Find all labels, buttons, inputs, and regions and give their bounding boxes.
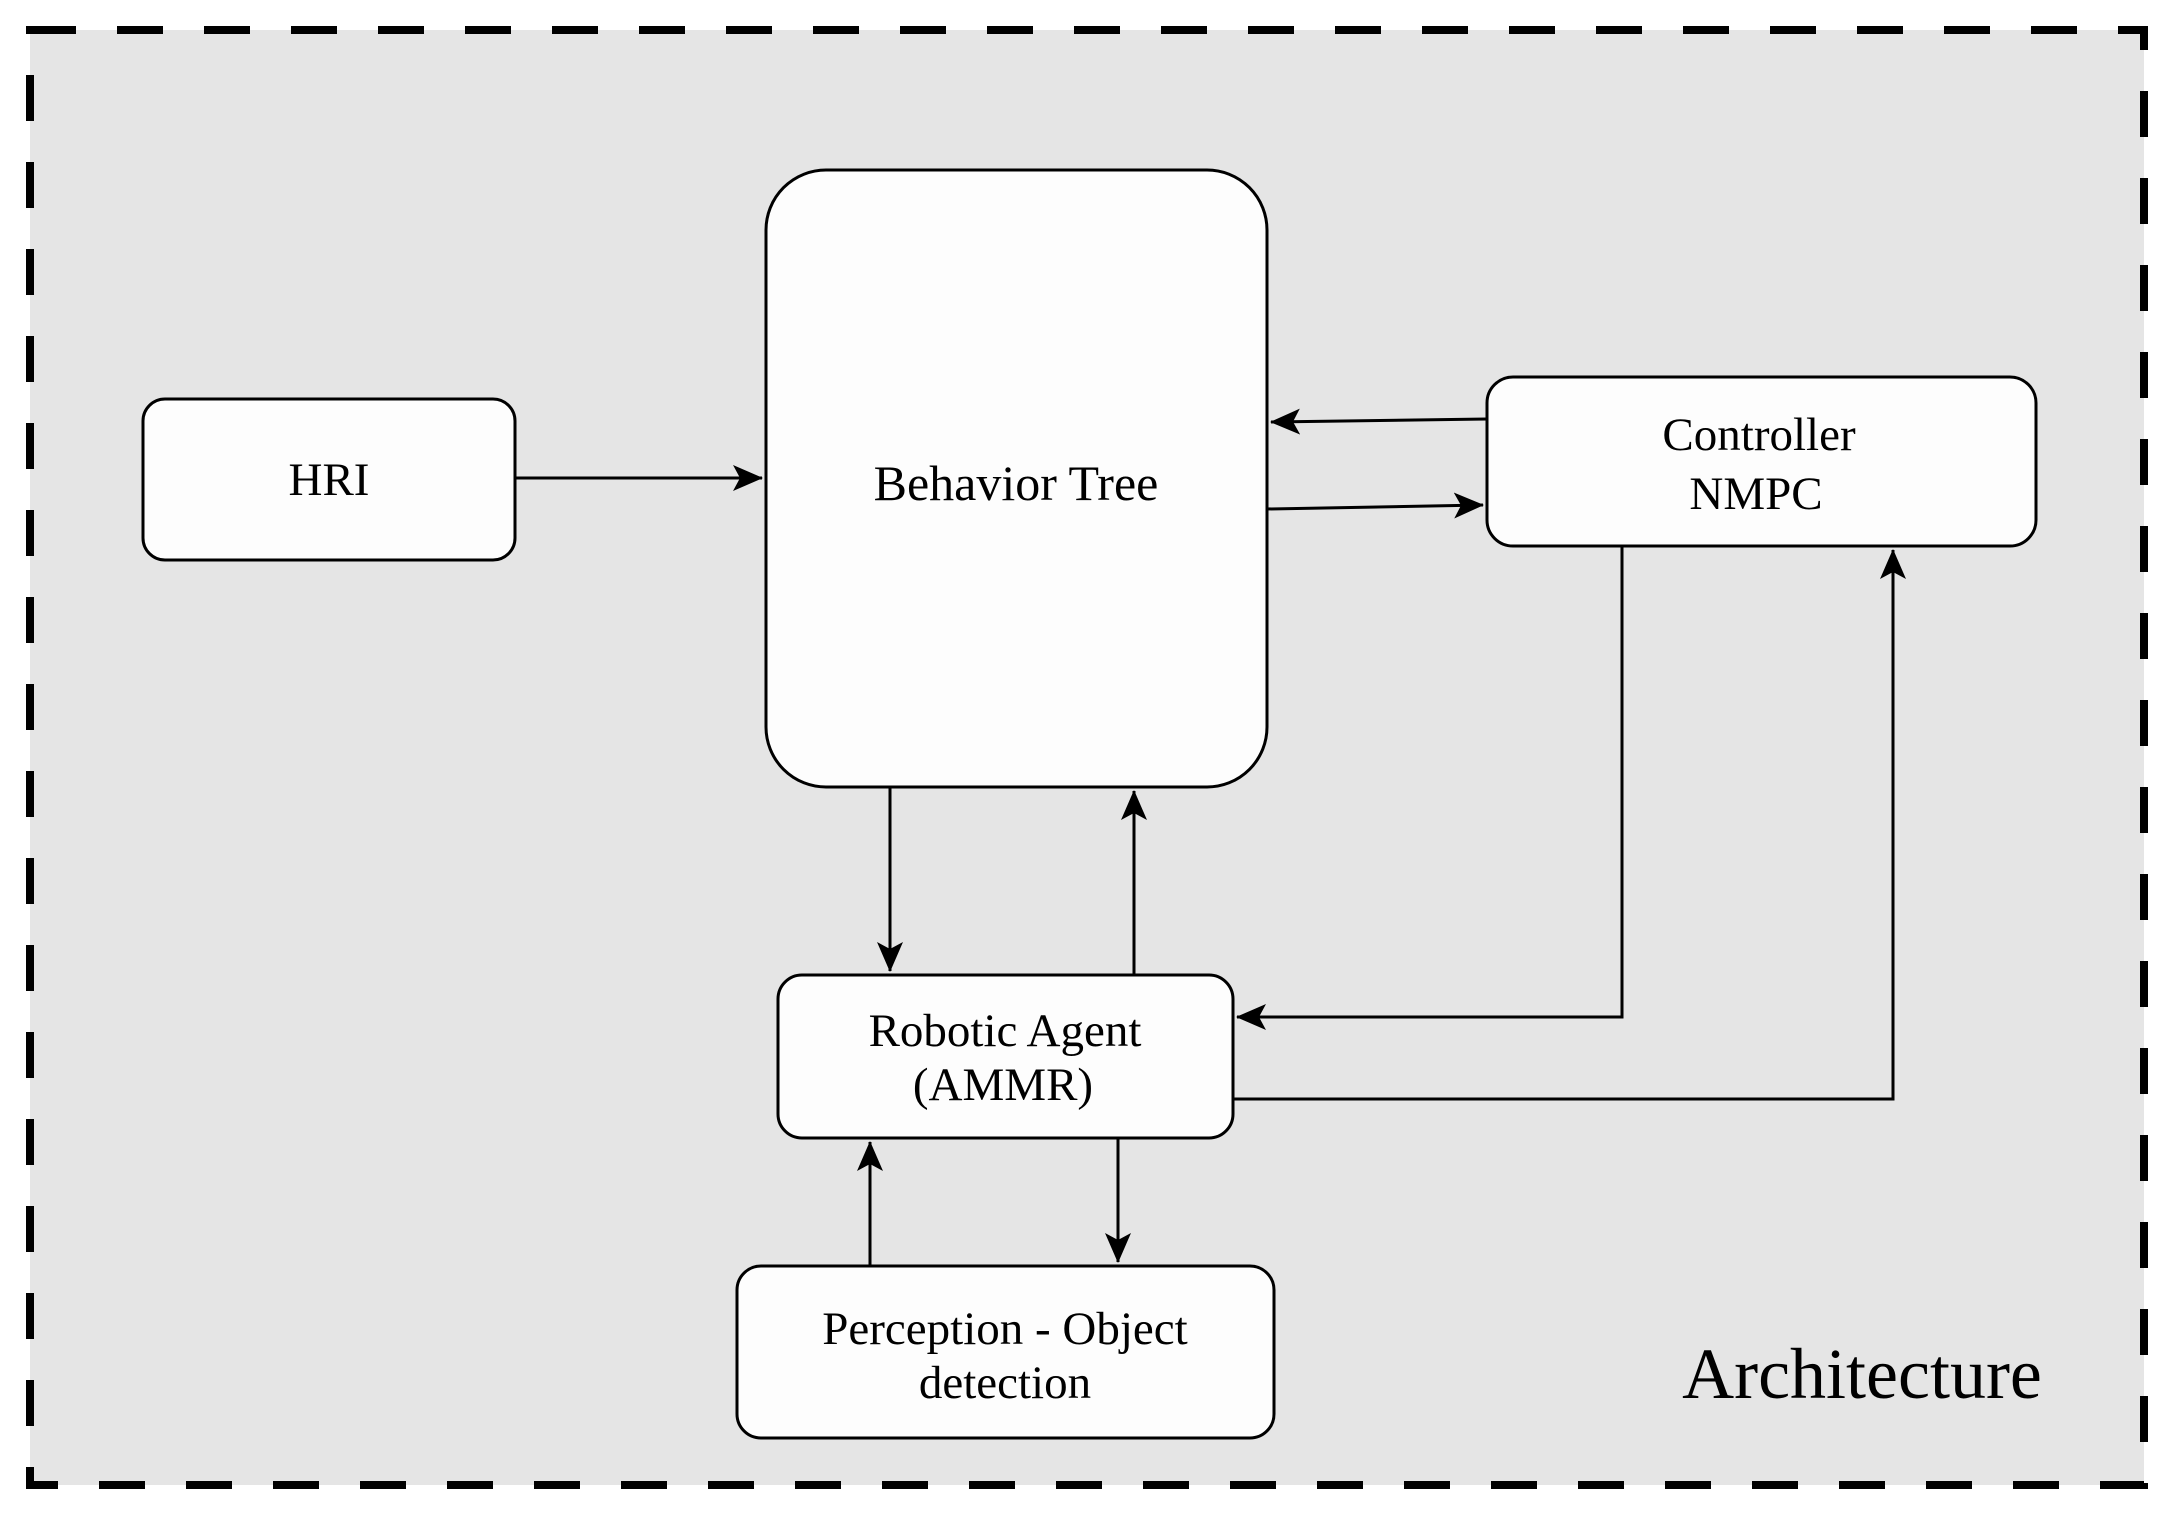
robotic-agent-label-line1: Robotic Agent <box>869 1005 1142 1057</box>
edge-controller-to-behavior-tree <box>1270 408 1488 435</box>
controller-label-line2: NMPC <box>1689 468 1822 520</box>
hri-node <box>141 397 517 562</box>
edge-robotic-agent-to-controller <box>1233 549 1906 1101</box>
behavior-tree-node <box>764 168 1269 789</box>
diagram-caption: Architecture <box>1682 1334 2042 1414</box>
robotic-agent-node <box>776 973 1235 1140</box>
behavior-tree-label: Behavior Tree <box>874 455 1159 511</box>
perception-label-line1: Perception - Object <box>822 1303 1187 1355</box>
robotic-agent-label-line2: (AMMR) <box>913 1059 1093 1111</box>
controller-label-line1: Controller <box>1662 409 1856 461</box>
perception-node <box>735 1264 1276 1440</box>
edge-behavior-tree-to-controller <box>1266 492 1484 519</box>
controller-nmpc-node <box>1485 375 2038 548</box>
hri-label: HRI <box>289 454 370 506</box>
perception-label-line2: detection <box>919 1357 1091 1409</box>
edge-controller-to-robotic-agent <box>1236 546 1624 1030</box>
